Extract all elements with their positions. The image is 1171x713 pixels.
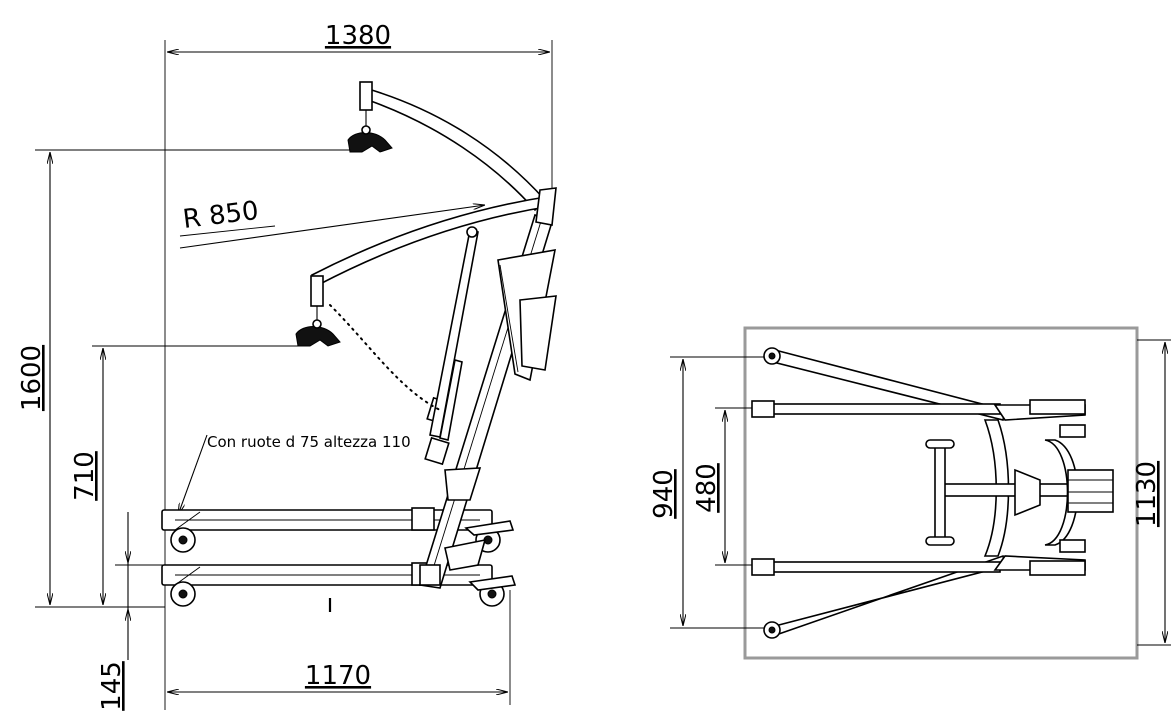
boom-high (347, 81, 547, 212)
actuator (429, 226, 479, 441)
wheel-note: Con ruote d 75 altezza 110 (207, 433, 411, 451)
base-frame-high (161, 507, 515, 553)
dimension-legs-closed-width: 480 (692, 463, 722, 513)
swing-arc (329, 304, 441, 411)
dimension-min-height: 710 (70, 451, 100, 501)
boom-low (295, 187, 557, 347)
base-frame-low (161, 562, 517, 612)
dimension-base-height: 145 (97, 661, 127, 711)
top-view: 940 480 1130 (649, 326, 1171, 660)
side-view: 1380 1600 710 145 1170 R 850 Con ruote d… (17, 21, 557, 711)
dimension-legs-open-width: 940 (649, 469, 679, 519)
dimension-overall-length: 1380 (325, 21, 391, 51)
chassis (925, 399, 1114, 576)
legs-open (763, 347, 1006, 639)
dimension-max-height: 1600 (17, 345, 47, 411)
dimension-overall-width: 1130 (1132, 461, 1162, 527)
mast (418, 213, 557, 589)
dimension-base-length: 1170 (305, 661, 371, 691)
top-view-frame (743, 326, 1139, 660)
